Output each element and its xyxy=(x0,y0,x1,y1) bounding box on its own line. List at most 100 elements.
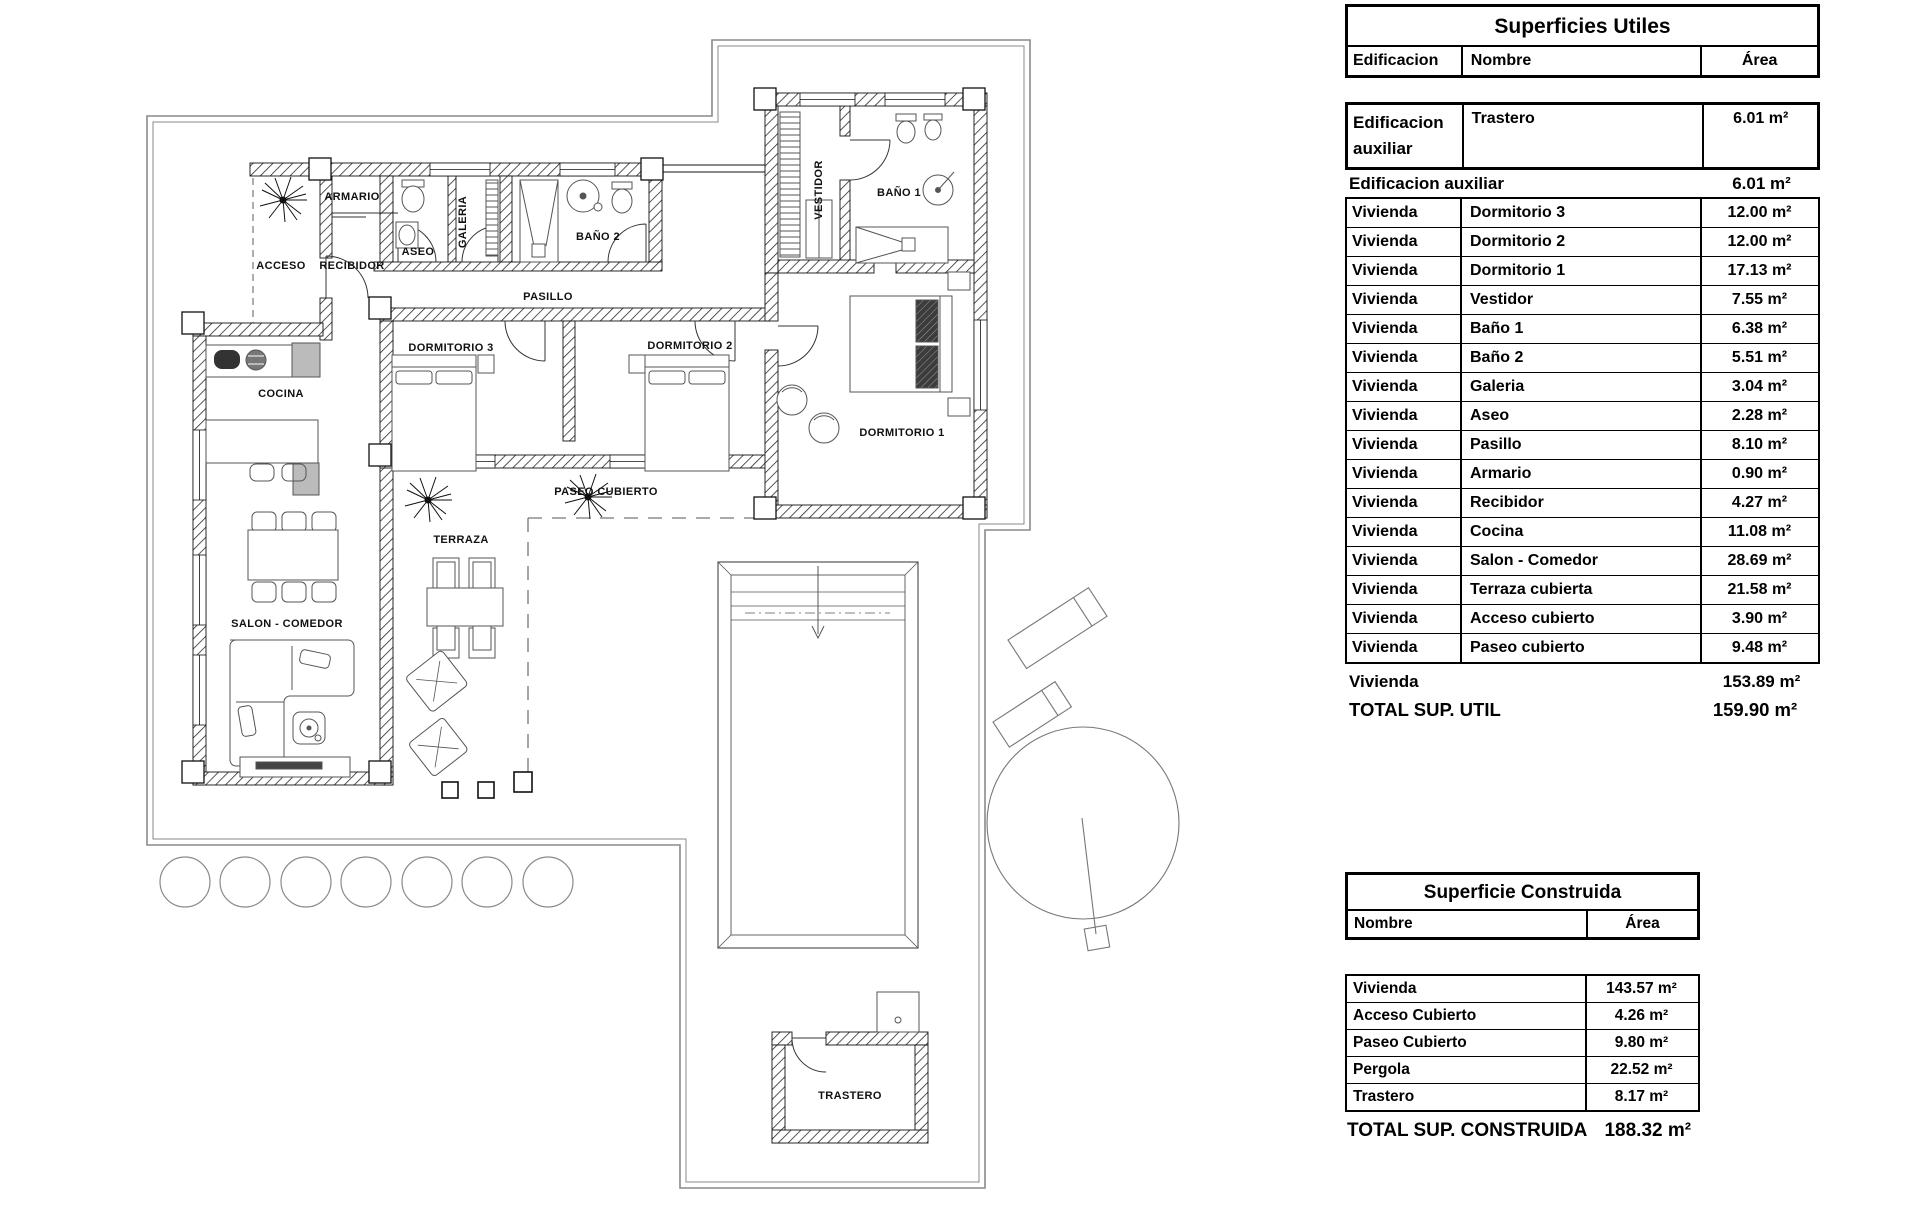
col-edificacion: Edificacion xyxy=(1353,52,1439,69)
cell-area: 12.00 m² xyxy=(1700,228,1817,256)
room-label-terraza: TERRAZA xyxy=(433,534,488,546)
construida-rows-box: Vivienda 143.57 m² Acceso Cubierto 4.26 … xyxy=(1345,974,1700,1112)
utiles-title: Superficies Utiles xyxy=(1494,15,1671,38)
table-row: Vivienda Recibidor 4.27 m² xyxy=(1347,488,1818,517)
aux-summary-label: Edificacion auxiliar xyxy=(1349,173,1504,193)
garden-tree xyxy=(986,586,1180,952)
table-row: Vivienda Aseo 2.28 m² xyxy=(1347,401,1818,430)
kitchen-furniture xyxy=(205,342,321,496)
cell-edificacion: Vivienda xyxy=(1352,262,1418,279)
cell-nombre: Aseo xyxy=(1460,402,1700,430)
cell-edificacion: Vivienda xyxy=(1352,494,1418,511)
construida-columns: Nombre Área xyxy=(1348,909,1697,937)
cell-nombre: Armario xyxy=(1460,460,1700,488)
table-row: Vivienda Armario 0.90 m² xyxy=(1347,459,1818,488)
cell-nombre: Pergola xyxy=(1353,1061,1410,1078)
cell-area: 6.38 m² xyxy=(1700,315,1817,343)
bano1-bidet xyxy=(923,113,943,141)
room-label-bano2: BAÑO 2 xyxy=(576,230,620,243)
room-label-aseo: ASEO xyxy=(402,246,435,258)
connector-wall xyxy=(662,164,765,173)
cell-edificacion: Vivienda xyxy=(1352,320,1418,337)
total-sup-util-label: TOTAL SUP. UTIL xyxy=(1349,699,1501,720)
bed-dormitorio3 xyxy=(391,354,495,472)
superficies-utiles-table: Superficies Utiles Edificacion Nombre Ár… xyxy=(1345,4,1820,725)
table-row: Vivienda Salon - Comedor 28.69 m² xyxy=(1347,546,1818,575)
cell-area: 17.13 m² xyxy=(1700,257,1817,285)
aseo-sink xyxy=(395,221,419,249)
pergola-dashed-line xyxy=(527,517,765,772)
room-label-recibidor: RECIBIDOR xyxy=(319,260,384,272)
cell-area: 7.55 m² xyxy=(1700,286,1817,314)
side-table xyxy=(292,711,326,745)
sun-lounger xyxy=(1007,586,1108,670)
bathroom-fixtures xyxy=(395,113,955,264)
col-area: Área xyxy=(1586,911,1697,937)
sun-lounger xyxy=(992,680,1073,748)
terraza-furniture xyxy=(406,557,504,776)
room-label-salon: SALON - COMEDOR xyxy=(231,618,343,630)
room-label-dormitorio3: DORMITORIO 3 xyxy=(408,342,493,354)
table-row: Vivienda Vestidor 7.55 m² xyxy=(1347,285,1818,314)
room-label-vestidor: VESTIDOR xyxy=(813,160,825,219)
cell-area: 11.08 m² xyxy=(1700,518,1817,546)
cell-edificacion: Vivienda xyxy=(1352,291,1418,308)
cell-edificacion: Vivienda xyxy=(1352,581,1418,598)
col-nombre: Nombre xyxy=(1460,47,1701,75)
cell-area: 0.90 m² xyxy=(1700,460,1817,488)
cell-edificacion: Vivienda xyxy=(1352,378,1418,395)
pool xyxy=(717,561,919,949)
bano2-sink xyxy=(566,179,603,213)
table-row: Vivienda Baño 2 5.51 m² xyxy=(1347,343,1818,372)
cell-area: 28.69 m² xyxy=(1700,547,1817,575)
utiles-columns: Edificacion Nombre Área xyxy=(1348,45,1817,75)
kitchen-hob xyxy=(245,349,267,371)
cell-area: 2.28 m² xyxy=(1700,402,1817,430)
plants xyxy=(259,176,612,523)
cell-nombre: Baño 1 xyxy=(1460,315,1700,343)
table-row: Vivienda Pasillo 8.10 m² xyxy=(1347,430,1818,459)
bedroom-furniture xyxy=(391,111,971,472)
total-sup-construida-label: TOTAL SUP. CONSTRUIDA xyxy=(1347,1120,1588,1141)
cell-nombre: Dormitorio 1 xyxy=(1460,257,1700,285)
cell-nombre: Terraza cubierta xyxy=(1460,576,1700,604)
cell-nombre: Recibidor xyxy=(1460,489,1700,517)
utiles-header-box: Superficies Utiles Edificacion Nombre Ár… xyxy=(1345,4,1820,78)
table-row: Trastero 8.17 m² xyxy=(1347,1083,1698,1110)
table-row: Vivienda Cocina 11.08 m² xyxy=(1347,517,1818,546)
cell-area: 4.27 m² xyxy=(1700,489,1817,517)
cell-nombre: Vivienda xyxy=(1353,980,1417,997)
cell-edificacion: Vivienda xyxy=(1352,552,1418,569)
kitchen-sink xyxy=(214,350,240,369)
garden-bushes xyxy=(159,856,574,908)
construida-header-box: Superficie Construida Nombre Área xyxy=(1345,872,1700,940)
cell-edificacion: Vivienda xyxy=(1352,233,1418,250)
total-sup-util-value: 159.90 m² xyxy=(1712,699,1798,720)
bano1-shower xyxy=(855,226,949,264)
total-sup-construida-row: TOTAL SUP. CONSTRUIDA 188.32 m² xyxy=(1345,1120,1700,1142)
cell-edificacion: Vivienda xyxy=(1352,436,1418,453)
aux-area: 6.01 m² xyxy=(1702,105,1817,167)
cell-edificacion: Vivienda xyxy=(1352,407,1418,424)
cell-area: 8.17 m² xyxy=(1585,1084,1696,1110)
wall-posts xyxy=(181,87,986,784)
room-label-cocina: COCINA xyxy=(258,388,304,400)
col-nombre: Nombre xyxy=(1354,915,1413,932)
cell-edificacion: Vivienda xyxy=(1352,523,1418,540)
room-label-pasillo: PASILLO xyxy=(523,291,573,303)
cell-nombre: Baño 2 xyxy=(1460,344,1700,372)
aux-summary-value: 6.01 m² xyxy=(1732,173,1791,193)
cell-area: 5.51 m² xyxy=(1700,344,1817,372)
room-label-dormitorio2: DORMITORIO 2 xyxy=(647,340,732,352)
cell-area: 22.52 m² xyxy=(1585,1057,1696,1083)
table-row: Acceso Cubierto 4.26 m² xyxy=(1347,1002,1698,1029)
cell-nombre: Salon - Comedor xyxy=(1460,547,1700,575)
room-label-dormitorio1: DORMITORIO 1 xyxy=(859,427,944,439)
tv-bench xyxy=(239,756,351,778)
dining-set xyxy=(247,511,339,603)
cell-area: 4.26 m² xyxy=(1585,1003,1696,1029)
room-label-armario: ARMARIO xyxy=(324,191,379,203)
cell-edificacion: Vivienda xyxy=(1352,465,1418,482)
cell-edificacion: Vivienda xyxy=(1352,349,1418,366)
